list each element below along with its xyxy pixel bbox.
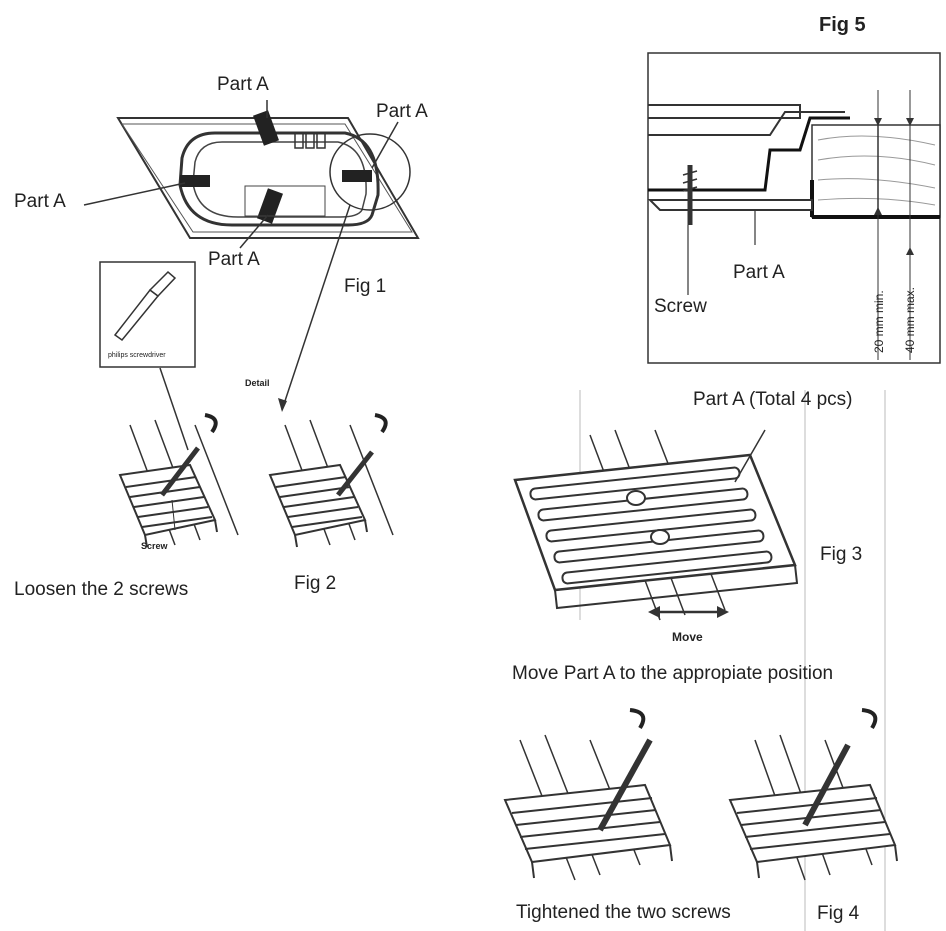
- fig3-title: Part A (Total 4 pcs): [693, 389, 853, 410]
- fig5-screw-label: Screw: [654, 296, 707, 317]
- tool-label: philips screwdriver: [108, 352, 166, 359]
- part-a-marker: [342, 170, 372, 182]
- worktop: [811, 124, 941, 218]
- fig5-dim-min: 20 mm min.: [872, 290, 886, 353]
- fig5-cross-section: [647, 52, 941, 364]
- fig3-bracket: [513, 390, 886, 931]
- detail-circle: [329, 133, 411, 211]
- fig3-caption: Fig 3: [820, 544, 863, 565]
- fig1-part-a-top-label: Part A: [217, 74, 269, 95]
- fig2-screw-label: Screw: [141, 541, 168, 551]
- part-a-marker: [253, 110, 279, 146]
- screw-head: [650, 529, 670, 545]
- fig4-caption: Fig 4: [817, 903, 860, 924]
- fig4-bracket-left: [503, 708, 673, 881]
- fig1-part-a-right-label: Part A: [376, 101, 428, 122]
- fig2-instruction: Loosen the 2 screws: [14, 579, 189, 600]
- fig5-part-a-label: Part A: [733, 262, 785, 283]
- screwdriver-illustration: [99, 261, 196, 451]
- part-a-marker: [180, 175, 210, 187]
- part-a-marker: [257, 188, 283, 224]
- fig1-detail-label: Detail: [245, 378, 270, 388]
- fig5-caption: Fig 5: [819, 14, 866, 36]
- fig4-bracket-right: [728, 708, 898, 881]
- fig1-part-a-left-label: Part A: [14, 191, 66, 212]
- fig2-bracket-left: [119, 413, 239, 548]
- fig1-part-a-bottom-label: Part A: [208, 249, 260, 270]
- fig4-instruction: Tightened the two screws: [516, 902, 731, 923]
- fig5-dim-max: 40 mm max.: [903, 286, 917, 353]
- fig3-instruction: Move Part A to the appropiate position: [512, 663, 834, 684]
- fig2-bracket-right: [269, 413, 394, 548]
- part-a-section: [647, 199, 813, 211]
- fig2-caption: Fig 2: [294, 573, 337, 594]
- screw-head: [626, 490, 646, 506]
- fig1-caption: Fig 1: [344, 276, 387, 297]
- fig3-move-label: Move: [672, 630, 703, 644]
- fig1-panel: [83, 100, 420, 412]
- detail-pointer: [281, 204, 351, 411]
